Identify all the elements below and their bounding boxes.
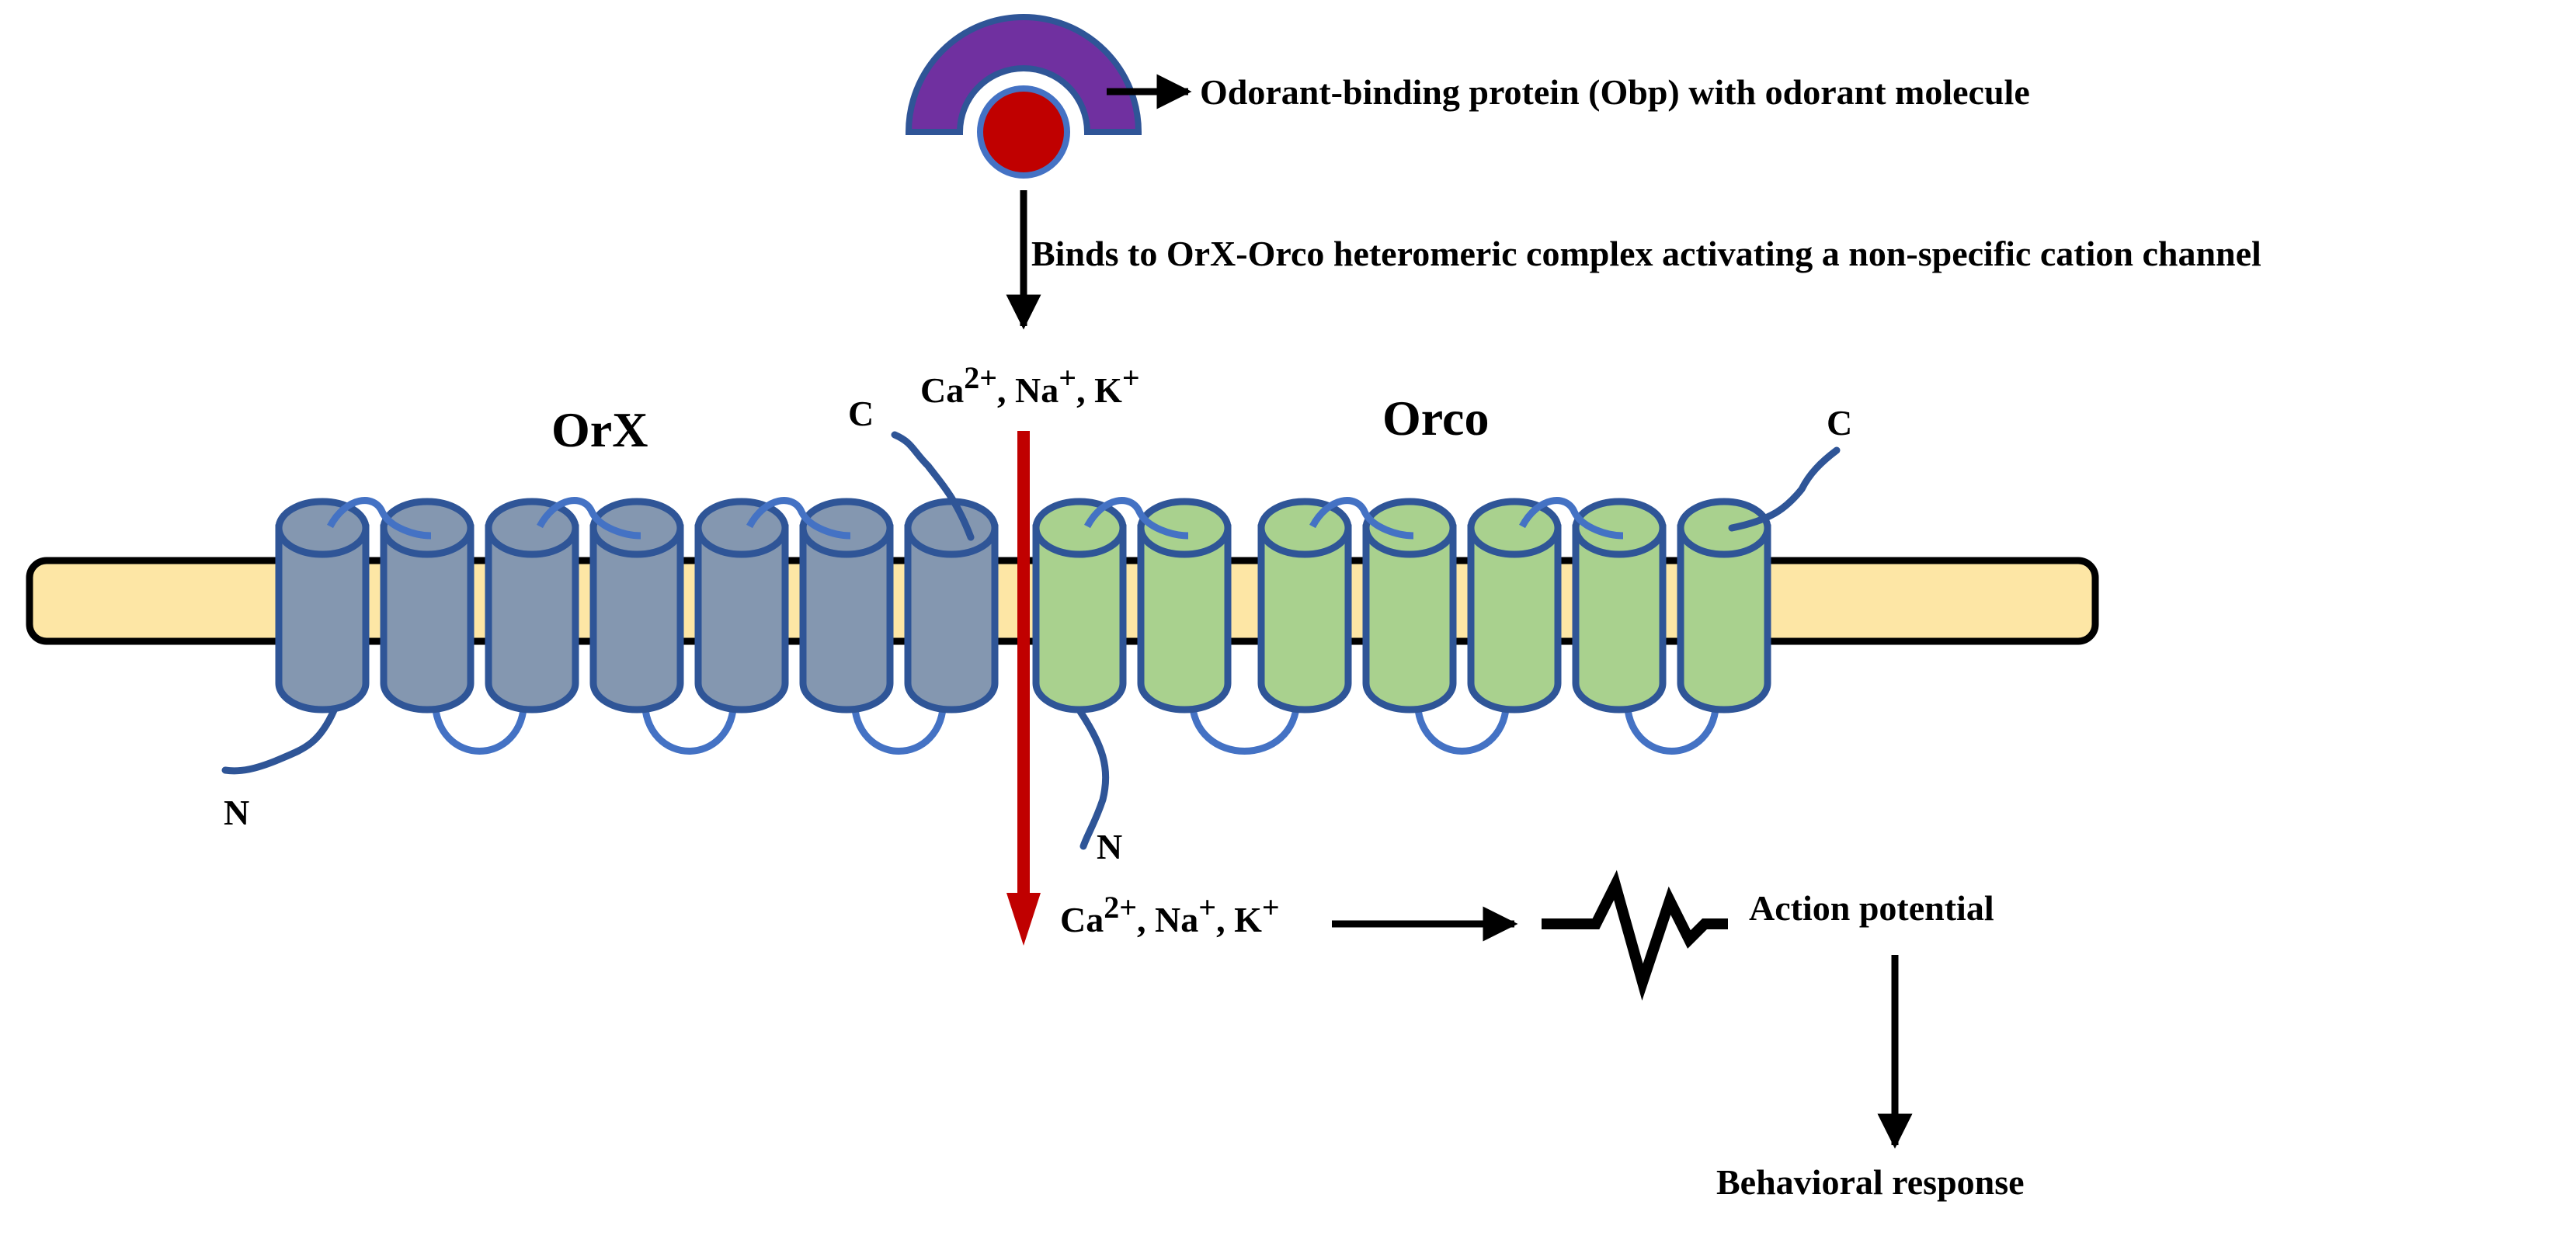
orco-intracellular-loop-2 bbox=[1413, 698, 1510, 755]
orx-helix-5 bbox=[694, 498, 789, 714]
orco-helix-3 bbox=[1257, 498, 1352, 714]
transmembrane-helices bbox=[275, 498, 1771, 714]
orco-extracellular-loop-1 bbox=[1084, 497, 1189, 540]
obp-icon bbox=[905, 14, 1142, 179]
orx-n-tail bbox=[221, 707, 338, 775]
orco-intracellular-loop-1 bbox=[1188, 698, 1301, 755]
orx-helix-6 bbox=[799, 498, 894, 714]
orx-extracellular-loop-1 bbox=[327, 497, 432, 540]
orx-helix-4 bbox=[589, 498, 684, 714]
channel-arrowhead bbox=[1006, 893, 1041, 946]
orx-extracellular-loop-3 bbox=[746, 497, 851, 540]
action-potential-icon bbox=[1542, 870, 1728, 1001]
orx-c-terminus-label: C bbox=[848, 394, 874, 433]
orx-label: OrX bbox=[551, 402, 648, 457]
orco-helix-1 bbox=[1032, 498, 1127, 714]
orx-helix-2 bbox=[380, 498, 475, 714]
intracellular-loops bbox=[431, 698, 1720, 755]
orco-helix-6 bbox=[1572, 498, 1667, 714]
orco-helix-4 bbox=[1362, 498, 1457, 714]
orx-intracellular-loop-2 bbox=[641, 698, 738, 755]
orx-helix-1 bbox=[275, 498, 370, 714]
orx-helix-7 bbox=[904, 498, 999, 714]
orco-intracellular-loop-3 bbox=[1623, 698, 1720, 755]
orx-intracellular-loop-3 bbox=[850, 698, 947, 755]
orx-intracellular-loop-1 bbox=[431, 698, 528, 755]
orco-helix-5 bbox=[1467, 498, 1562, 714]
ions-intracellular: Ca2+, Na+, K+ bbox=[1060, 890, 1280, 939]
orco-c-terminus-label: C bbox=[1827, 403, 1852, 443]
orco-helix-7 bbox=[1677, 498, 1771, 714]
behavioral-response-label: Behavioral response bbox=[1716, 1162, 2025, 1202]
orco-n-tail bbox=[1076, 707, 1110, 850]
binding-description: Binds to OrX-Orco heteromeric complex ac… bbox=[1031, 234, 2261, 273]
action-potential-label: Action potential bbox=[1749, 888, 1994, 928]
odorant-molecule-icon bbox=[977, 85, 1070, 179]
orco-extracellular-loop-2 bbox=[1309, 497, 1414, 540]
extracellular-loops bbox=[327, 497, 1624, 540]
orx-extracellular-loop-2 bbox=[537, 497, 641, 540]
orco-n-terminus-label: N bbox=[1097, 827, 1122, 866]
orco-label: Orco bbox=[1382, 391, 1489, 446]
ions-extracellular: Ca2+, Na+, K+ bbox=[920, 360, 1140, 410]
termini-tails bbox=[221, 431, 1841, 850]
orx-c-tail bbox=[891, 431, 975, 541]
orco-extracellular-loop-3 bbox=[1519, 497, 1624, 540]
orx-n-terminus-label: N bbox=[224, 793, 249, 832]
orco-helix-2 bbox=[1137, 498, 1232, 714]
obp-label: Odorant-binding protein (Obp) with odora… bbox=[1200, 72, 2030, 112]
orx-helix-3 bbox=[485, 498, 579, 714]
orco-c-tail bbox=[1728, 446, 1841, 532]
